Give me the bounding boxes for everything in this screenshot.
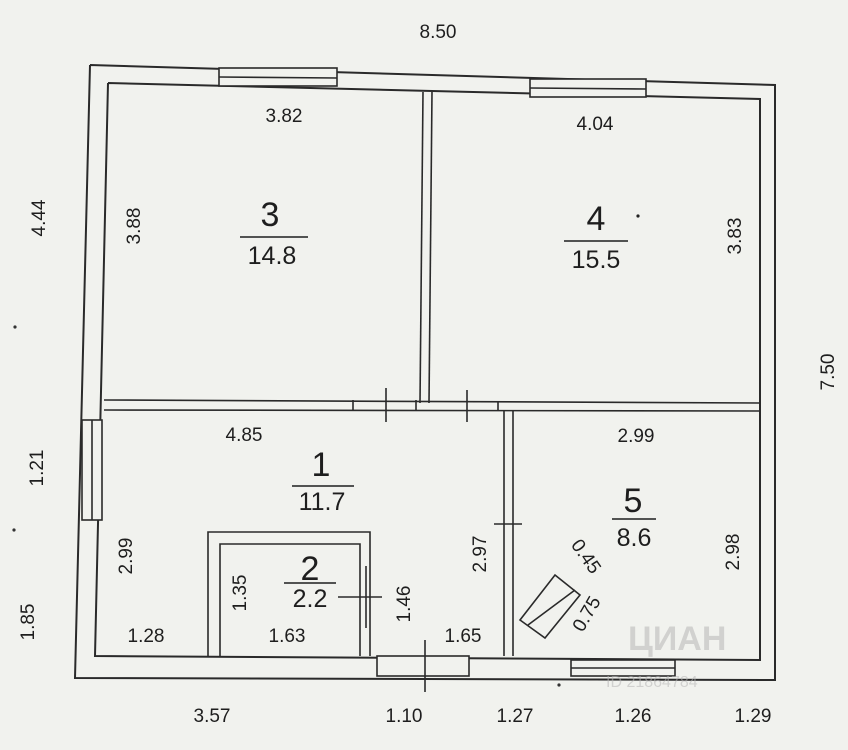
fixture-dim-b: 0.75 <box>569 593 606 636</box>
room-1: 4.85 2.99 2.97 1 11.7 1.28 1.65 <box>116 425 491 647</box>
room2-side: 1.46 <box>394 586 415 623</box>
left-middle-label: 1.21 <box>27 450 48 487</box>
room1-width: 4.85 <box>226 425 263 446</box>
room4-area: 15.5 <box>572 246 621 274</box>
room-2: 1.35 1.46 2 2.2 1.63 <box>230 550 415 647</box>
room-3: 3.82 3.88 3 14.8 <box>124 106 308 270</box>
watermark: ЦИАН ID 21864784 <box>606 620 726 691</box>
overall-width-label: 8.50 <box>420 22 457 43</box>
bottom-dim-d: 1.26 <box>615 706 652 727</box>
room1-bottom-left: 1.28 <box>128 626 165 647</box>
fixture-dim-a: 0.45 <box>566 536 604 578</box>
room2-number: 2 <box>301 550 320 588</box>
left-upper-label: 4.44 <box>29 199 50 236</box>
room1-number: 1 <box>312 446 331 484</box>
outer-walls <box>73 64 776 682</box>
interior-walls <box>103 91 761 656</box>
overall-height-label: 7.50 <box>818 354 839 391</box>
entrance-door <box>376 655 470 677</box>
room4-height: 3.83 <box>725 218 746 255</box>
bottom-dim-a: 3.57 <box>194 706 231 727</box>
watermark-logo: ЦИАН <box>628 620 726 658</box>
room1-area: 11.7 <box>299 488 346 516</box>
room1-height-left: 2.99 <box>116 538 137 575</box>
room5-number: 5 <box>624 482 643 520</box>
left-lower-label: 1.85 <box>18 604 39 641</box>
bottom-dim-b: 1.10 <box>386 706 423 727</box>
room5-area: 8.6 <box>617 524 652 552</box>
room4-width: 4.04 <box>577 114 614 135</box>
room2-width: 1.63 <box>269 626 306 647</box>
room2-area: 2.2 <box>293 585 328 613</box>
room1-bottom-right: 1.65 <box>445 626 482 647</box>
room5-height: 2.98 <box>723 534 744 571</box>
room1-height-right: 2.97 <box>470 536 491 573</box>
room3-number: 3 <box>261 196 280 234</box>
room-4: 4.04 3.83 4 15.5 <box>564 114 746 274</box>
room2-height: 1.35 <box>230 575 251 612</box>
watermark-id: ID 21864784 <box>606 674 698 691</box>
bottom-dim-c: 1.27 <box>497 706 534 727</box>
room3-area: 14.8 <box>248 242 297 270</box>
room3-height: 3.88 <box>124 208 145 245</box>
bottom-dim-e: 1.29 <box>735 706 772 727</box>
windows <box>81 67 676 692</box>
room5-width: 2.99 <box>618 426 655 447</box>
room-5: 2.99 2.98 5 8.6 0.45 0.75 <box>566 426 744 636</box>
room3-width: 3.82 <box>266 106 303 127</box>
room4-number: 4 <box>587 200 606 238</box>
